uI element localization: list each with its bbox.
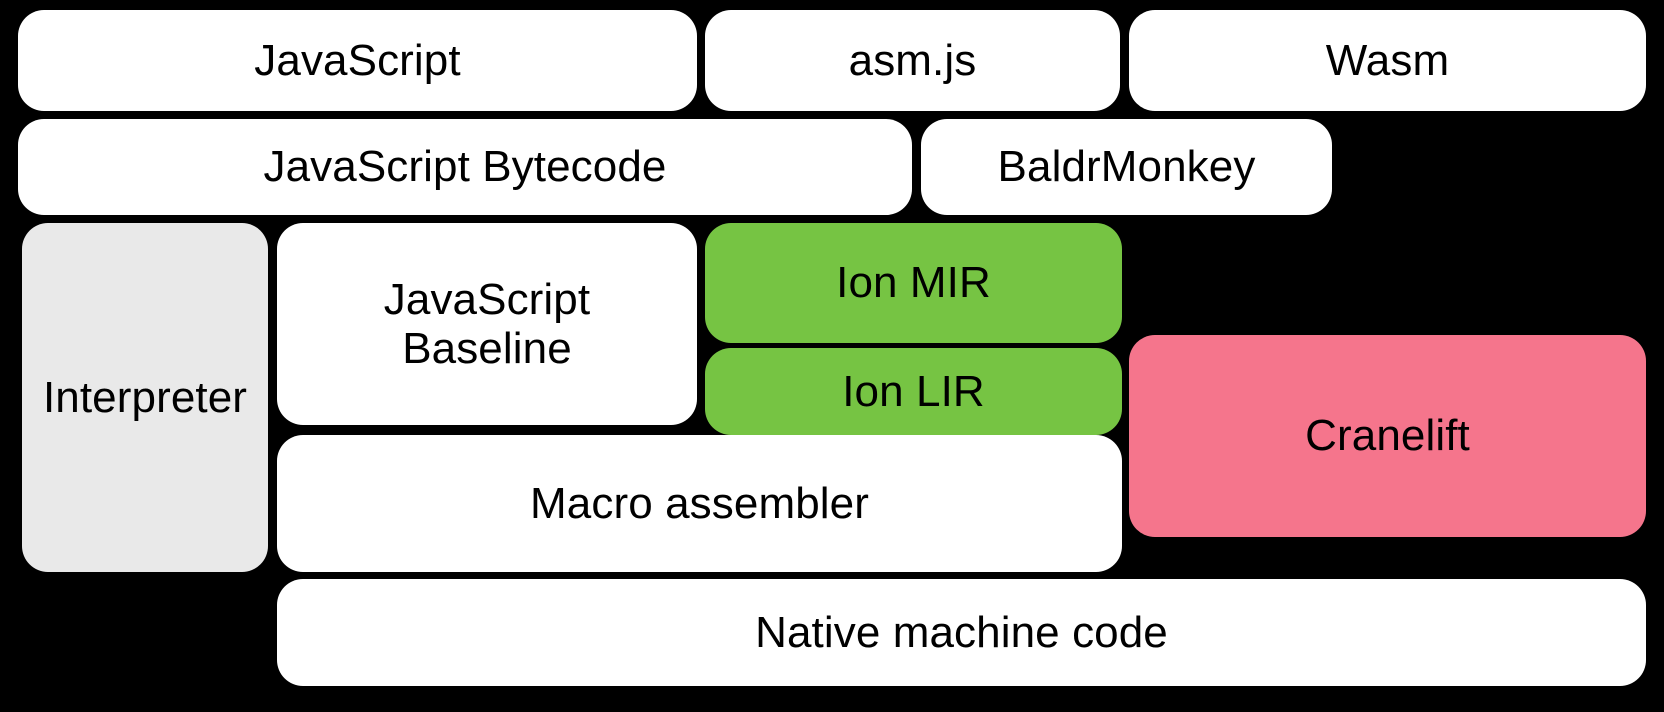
node-label: BaldrMonkey bbox=[997, 142, 1256, 192]
node-ion-lir[interactable]: Ion LIR bbox=[705, 348, 1122, 435]
node-wasm[interactable]: Wasm bbox=[1129, 10, 1646, 111]
node-asm-js[interactable]: asm.js bbox=[705, 10, 1120, 111]
node-javascript[interactable]: JavaScript bbox=[18, 10, 697, 111]
node-label: JavaScript Baseline bbox=[383, 274, 591, 373]
node-label: Native machine code bbox=[755, 607, 1168, 657]
node-interpreter[interactable]: Interpreter bbox=[22, 223, 268, 572]
node-macro-assembler[interactable]: Macro assembler bbox=[277, 435, 1122, 572]
node-javascript-baseline[interactable]: JavaScript Baseline bbox=[277, 223, 697, 425]
node-javascript-bytecode[interactable]: JavaScript Bytecode bbox=[18, 119, 912, 215]
node-label: JavaScript bbox=[254, 35, 461, 85]
node-baldrmonkey[interactable]: BaldrMonkey bbox=[921, 119, 1332, 215]
node-label: Interpreter bbox=[42, 372, 248, 422]
node-label: Ion MIR bbox=[836, 258, 991, 308]
node-label: JavaScript Bytecode bbox=[263, 142, 667, 192]
node-label: Ion LIR bbox=[842, 366, 985, 416]
node-label: asm.js bbox=[848, 35, 977, 85]
node-label: Wasm bbox=[1325, 35, 1450, 85]
node-ion-mir[interactable]: Ion MIR bbox=[705, 223, 1122, 343]
node-label: Macro assembler bbox=[530, 478, 869, 528]
node-label: Cranelift bbox=[1305, 411, 1470, 461]
node-cranelift[interactable]: Cranelift bbox=[1129, 335, 1646, 537]
node-native-machine-code[interactable]: Native machine code bbox=[277, 579, 1646, 686]
